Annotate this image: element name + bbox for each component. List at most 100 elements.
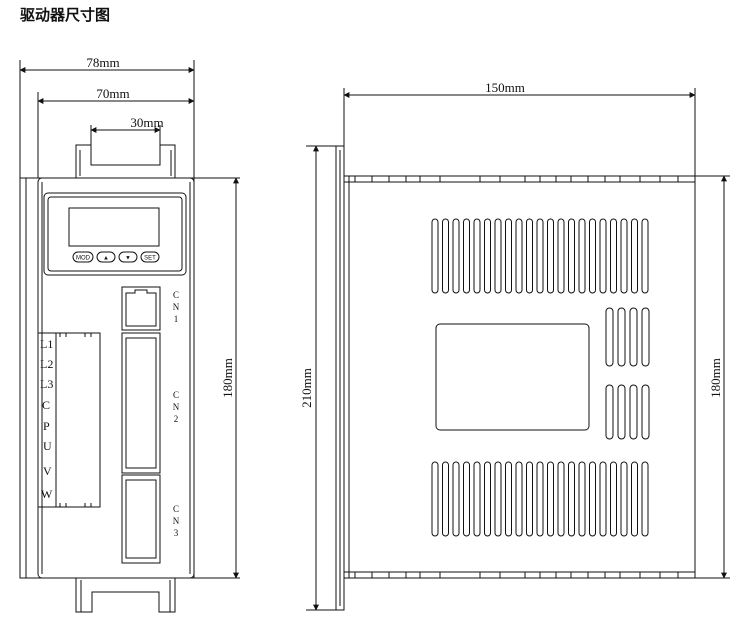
terminal-l2: L2 <box>40 357 53 371</box>
down-button[interactable]: ▼ <box>118 251 138 263</box>
connector-cn2: C N 2 <box>121 332 180 474</box>
side-view: 150mm 210mm 180 <box>299 80 730 611</box>
svg-text:MOD: MOD <box>76 256 91 262</box>
cn3-label-c: C <box>173 504 179 514</box>
dim-side-depth-label: 150mm <box>485 80 525 95</box>
vent-slot <box>641 307 650 367</box>
vent-slot <box>557 461 565 537</box>
vent-slot <box>578 218 586 294</box>
up-button[interactable]: ▲ <box>96 251 116 263</box>
vent-bottom <box>431 461 649 537</box>
vent-slot <box>605 384 614 440</box>
vent-right-upper <box>605 307 650 367</box>
vent-slot <box>452 461 460 537</box>
vent-slot <box>578 461 586 537</box>
vent-slot <box>568 218 575 294</box>
display-panel <box>43 192 187 276</box>
vent-slot <box>473 218 481 294</box>
vent-slot <box>617 307 626 367</box>
vent-slot <box>617 384 626 440</box>
vent-slot <box>536 461 544 537</box>
cn1-label-c: C <box>173 290 179 300</box>
cn1-label-n: N <box>173 302 180 312</box>
cn3-label-3: 3 <box>174 528 179 538</box>
vent-slot <box>463 218 470 294</box>
top-mount-bracket <box>75 144 176 178</box>
dim-width-outer: 78mm <box>19 55 195 178</box>
terminal-w: W <box>41 487 53 501</box>
vent-slot <box>515 218 523 294</box>
dim-side-body-height-label: 180mm <box>708 358 723 398</box>
vent-slot <box>589 218 596 294</box>
vent-slot <box>463 461 470 537</box>
vent-slot <box>484 218 491 294</box>
svg-text:▼: ▼ <box>125 256 131 262</box>
connector-cn1: C N 1 <box>121 286 180 331</box>
svg-text:SET: SET <box>144 256 156 262</box>
label-window <box>435 323 590 431</box>
lcd-screen <box>68 207 160 247</box>
vent-slot <box>641 461 649 537</box>
terminal-v: V <box>43 464 52 478</box>
vent-slot <box>629 307 638 367</box>
vent-slot <box>526 218 533 294</box>
terminal-l1: L1 <box>40 337 53 351</box>
vent-slot <box>505 461 512 537</box>
dim-side-total-height: 210mm <box>299 145 336 611</box>
vent-slot <box>494 461 502 537</box>
terminal-block: L1 L2 L3 C P U V W <box>37 332 101 508</box>
vent-slot <box>631 218 638 294</box>
vent-slot <box>599 218 607 294</box>
vent-slot <box>557 218 565 294</box>
front-view: 78mm 70mm 30mm <box>19 55 240 613</box>
terminal-p: P <box>43 419 50 433</box>
vent-slot <box>620 218 628 294</box>
side-body <box>343 175 696 579</box>
dim-front-height: 180mm <box>194 177 240 579</box>
dim-mount-span-label: 30mm <box>130 115 163 130</box>
vent-slot <box>452 218 460 294</box>
dim-mount-span: 30mm <box>90 115 164 150</box>
vent-slot <box>442 461 449 537</box>
vent-slot <box>631 461 638 537</box>
vent-right-lower <box>605 384 650 440</box>
page-title: 驱动器尺寸图 <box>20 6 111 24</box>
vent-top <box>431 218 649 294</box>
vent-slot <box>641 384 650 440</box>
housing-front-panel <box>37 177 195 579</box>
vent-slot <box>515 461 523 537</box>
mod-button[interactable]: MOD <box>72 251 94 263</box>
vent-slot <box>473 461 481 537</box>
dim-side-body-height: 180mm <box>695 175 730 579</box>
cn2-label-n: N <box>173 402 180 412</box>
cn2-label-c: C <box>173 390 179 400</box>
vent-slot <box>547 218 554 294</box>
dim-width-inner-label: 70mm <box>96 86 129 101</box>
bottom-mount-bracket <box>75 578 176 613</box>
vent-slot <box>605 307 614 367</box>
vent-slot <box>610 218 617 294</box>
vent-slot <box>599 461 607 537</box>
set-button[interactable]: SET <box>140 251 160 263</box>
vent-slot <box>536 218 544 294</box>
vent-slot <box>431 218 439 294</box>
connector-cn3: C N 3 <box>121 474 180 564</box>
cn2-label-2: 2 <box>174 414 179 424</box>
vent-slot <box>620 461 628 537</box>
vent-slot <box>629 384 638 440</box>
cn3-label-n: N <box>173 516 180 526</box>
vent-slot <box>641 218 649 294</box>
terminal-c: C <box>42 398 50 412</box>
vent-slot <box>484 461 491 537</box>
vent-slot <box>610 461 617 537</box>
cn1-label-1: 1 <box>174 314 179 324</box>
vent-slot <box>431 461 439 537</box>
dim-front-height-label: 180mm <box>220 358 235 398</box>
vent-slot <box>494 218 502 294</box>
svg-text:▲: ▲ <box>103 256 109 262</box>
dim-width-outer-label: 78mm <box>86 55 119 70</box>
dim-side-depth: 150mm <box>343 80 696 176</box>
vent-slot <box>526 461 533 537</box>
vent-slot <box>547 461 554 537</box>
